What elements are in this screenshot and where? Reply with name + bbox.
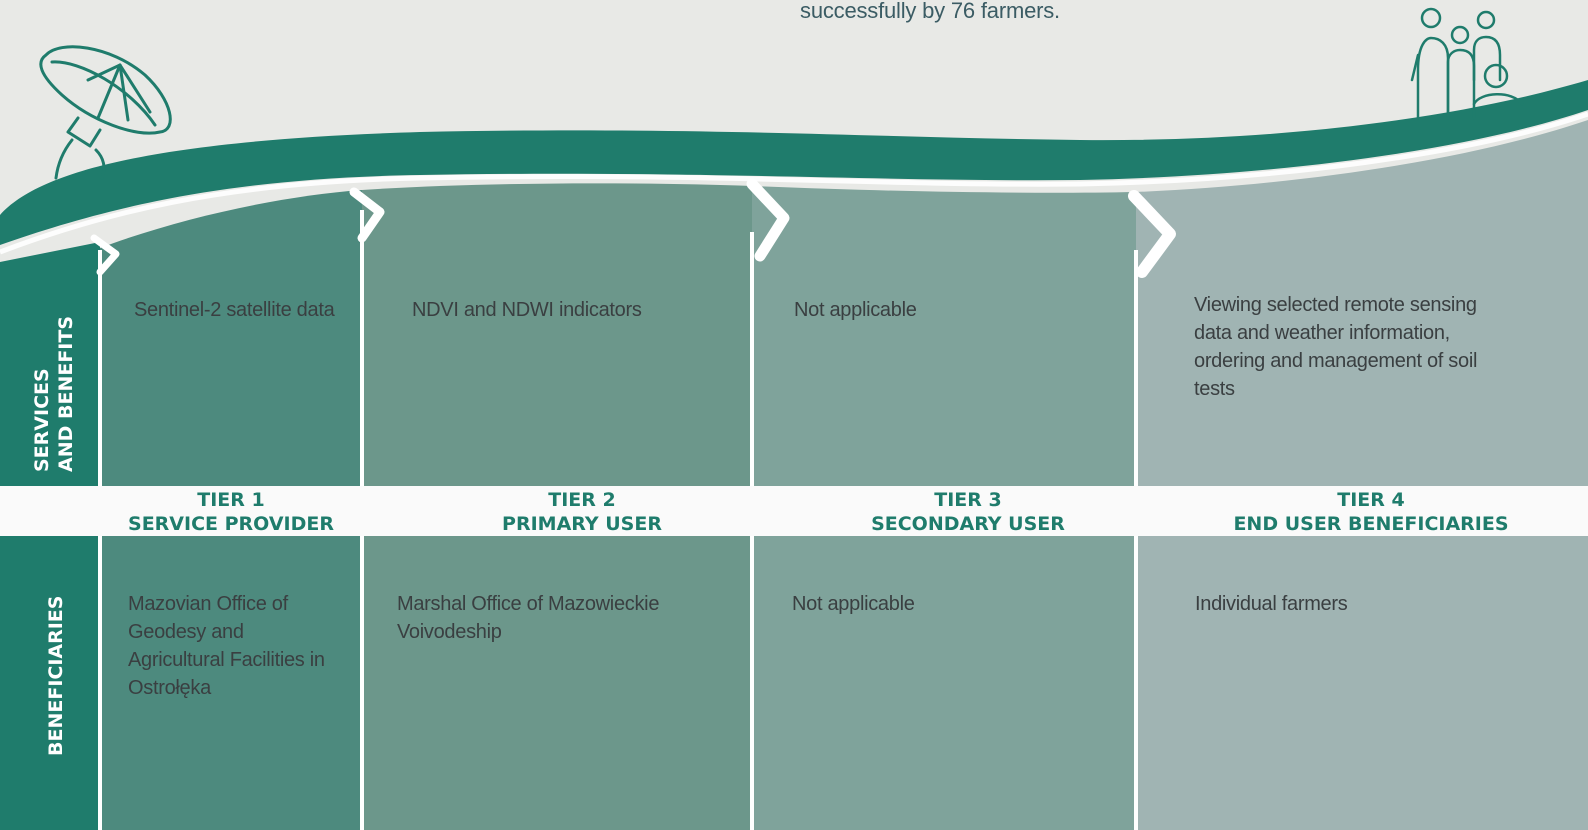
tier-header-band bbox=[0, 486, 1588, 536]
tier-4-label: TIER 4 bbox=[1337, 489, 1405, 511]
wave-band bbox=[0, 80, 1588, 245]
wave-highlight bbox=[0, 111, 1588, 255]
tier-3-role: SECONDARY USER bbox=[871, 513, 1065, 535]
chevron-2 bbox=[349, 187, 385, 243]
tier-4-header: TIER 4 END USER BENEFICIARIES bbox=[1136, 488, 1588, 536]
row-label-beneficiaries: BENEFICIARIES bbox=[44, 596, 68, 756]
beneficiaries-tier-3: Not applicable bbox=[792, 593, 915, 615]
top-caption: successfully by 76 farmers. bbox=[800, 0, 1060, 23]
beneficiaries-tier-2: Marshal Office of Mazowieckie Voivodeshi… bbox=[397, 593, 660, 643]
tier-2-role: PRIMARY USER bbox=[502, 513, 662, 535]
chevron-1 bbox=[90, 234, 120, 276]
tier-3-label: TIER 3 bbox=[934, 489, 1002, 511]
beneficiaries-tier-4: Individual farmers bbox=[1195, 593, 1348, 615]
tier-1-header: TIER 1 SERVICE PROVIDER bbox=[100, 488, 362, 536]
tier-4-role: END USER BENEFICIARIES bbox=[1233, 513, 1509, 535]
row-label-services-line-2: AND BENEFITS bbox=[55, 315, 77, 472]
row-label-services: SERVICES AND BENEFITS bbox=[30, 316, 78, 472]
tier-2-header: TIER 2 PRIMARY USER bbox=[362, 488, 802, 536]
tier-1-label: TIER 1 bbox=[197, 489, 265, 511]
services-tier-4: Viewing selected remote sensing data and… bbox=[1194, 294, 1478, 400]
tier-1-role: SERVICE PROVIDER bbox=[128, 513, 334, 535]
row-label-beneficiaries-text: BENEFICIARIES bbox=[45, 595, 67, 756]
row-label-services-line-1: SERVICES bbox=[31, 368, 53, 472]
chevron-4 bbox=[1128, 190, 1176, 278]
satellite-dish-icon bbox=[39, 45, 172, 180]
chevron-3 bbox=[746, 178, 790, 262]
services-tier-3: Not applicable bbox=[794, 299, 917, 321]
family-icon bbox=[1410, 7, 1524, 120]
beneficiaries-tier-1: Mazovian Office of Geodesy and Agricultu… bbox=[128, 593, 325, 699]
services-tier-2: NDVI and NDWI indicators bbox=[412, 299, 642, 321]
column-tier-4-bg bbox=[1136, 120, 1588, 830]
services-tier-1: Sentinel-2 satellite data bbox=[134, 299, 335, 321]
tier-2-label: TIER 2 bbox=[548, 489, 616, 511]
tier-3-header: TIER 3 SECONDARY USER bbox=[752, 488, 1184, 536]
